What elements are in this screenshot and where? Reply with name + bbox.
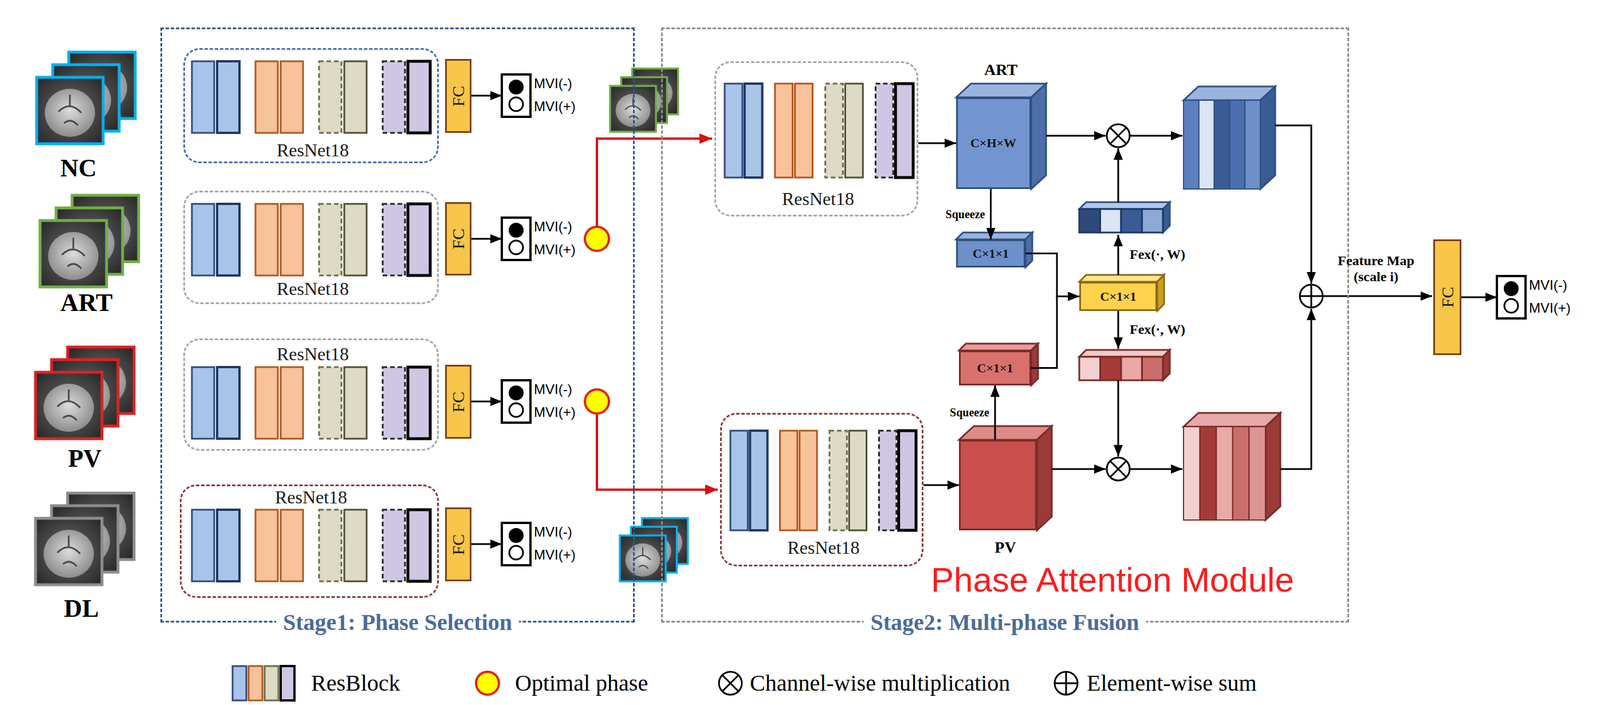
connector [923,484,959,487]
fc-layer: FC [445,202,472,276]
node-label: C×1×1 [977,360,1014,376]
connector [918,142,957,145]
annotation-label: Fex(·, W) [1129,321,1186,338]
annotation-label: ART [60,288,113,318]
edge-label: Squeeze [945,207,986,222]
connector [994,385,997,440]
output-node: MVI(-) MVI(+) [1496,276,1575,319]
channel-vector: C×1×1 [956,239,1026,268]
resnet-box: ResNet18 [714,61,919,217]
node-label: FC [448,533,469,556]
node-label: FC [448,391,469,413]
node-label: ResNet18 [781,188,855,210]
node-label: ResNet18 [274,486,348,509]
node-label: MVI(+) [533,241,576,258]
node-label: MVI(+) [533,404,576,421]
node-label: MVI(-) [533,75,573,92]
annotation-label: NC [60,154,97,184]
output-node: MVI(-) MVI(+) [501,380,580,423]
legend-text: Element-wise sum [1086,670,1257,697]
node-label: MVI(-) [533,381,573,398]
node-label: FC [448,228,469,250]
node-label: C×H×W [970,135,1017,151]
annotation-label: DL [63,594,99,624]
node-label: ResNet18 [787,537,860,559]
connector [1461,296,1497,299]
output-node: MVI(-) MVI(+) [501,74,580,117]
stage-box: Stage2: Multi-phase FusionResNet18ARTC×H… [661,27,1350,623]
node-label: MVI(-) [1528,277,1568,294]
resnet-box: ResNet18 [183,190,439,305]
annotation-label: Feature Map (scale i) [1327,253,1425,285]
fc-layer: FC [445,507,472,582]
connector [471,401,502,403]
node-label: MVI(-) [533,218,573,235]
legend-text: Optimal phase [515,670,648,697]
edge-label: Squeeze [949,406,990,420]
legend-swatch [474,670,501,697]
node-label: FC [1437,287,1458,309]
connector [471,543,502,546]
annotation-label: PV [68,444,102,474]
channel-vector: C×1×1 [958,350,1032,386]
resnet-box: ResNet18 [179,484,439,599]
feature-cube: PV [958,439,1037,531]
node-label: MVI(+) [533,98,576,115]
node-label: MVI(+) [1528,300,1571,317]
node-label: FC [448,85,469,107]
connector [471,238,502,241]
connector [989,189,992,240]
resnet-box: ResNet18 [183,48,439,164]
node-label: C×1×1 [1100,289,1137,304]
annotation-label: Fex(·, W) [1129,246,1186,263]
node-label: C×1×1 [972,246,1009,261]
node-label: MVI(-) [533,524,573,541]
annotation-label: Phase Attention Module [930,560,1295,600]
resnet-box: ResNet18 [183,338,439,451]
fc-layer: FC [445,364,472,439]
stage-box: Stage1: Phase SelectionResNet18FCMVI(-)M… [160,27,635,623]
fc-layer: FC [445,59,472,133]
fc-layer: FC [1433,239,1462,356]
connector [1031,296,1080,369]
channel-vector: C×1×1 [1079,281,1158,312]
node-label: ResNet18 [276,278,349,300]
node-label: Stage1: Phase Selection [276,609,520,636]
node-label: ResNet18 [276,343,349,365]
node-label: Stage2: Multi-phase Fusion [863,609,1147,636]
connector [471,95,502,97]
output-node: MVI(-) MVI(+) [501,523,580,566]
feature-cube: ARTC×H×W [956,97,1032,190]
connector [1025,253,1080,297]
output-node: MVI(-) MVI(+) [501,217,580,261]
node-label: ResNet18 [276,139,349,161]
legend-text: Channel-wise multiplication [749,670,1010,697]
node-label: ART [984,60,1018,80]
node-label: PV [994,538,1016,557]
legend-text: ResBlock [311,670,401,697]
node-label: MVI(+) [533,547,576,564]
resnet-box: ResNet18 [720,413,924,567]
